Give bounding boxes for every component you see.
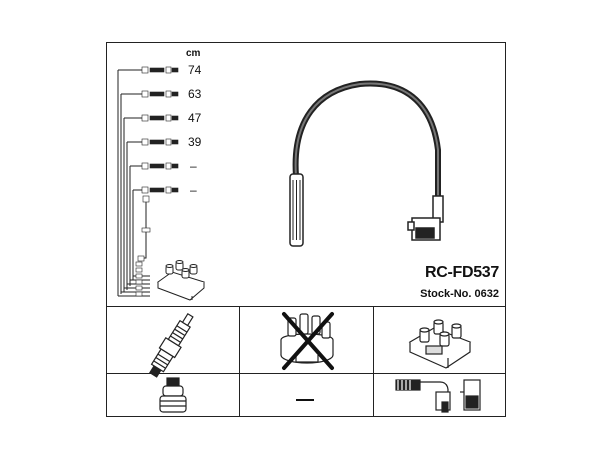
row-divider-top — [106, 306, 506, 307]
stock-number: Stock-No. 0632 — [420, 288, 499, 300]
unit-label: cm — [186, 48, 201, 59]
length-3: 47 — [188, 111, 202, 125]
column-divider-left — [239, 306, 240, 417]
length-5: – — [190, 159, 197, 173]
row-divider-bottom — [106, 373, 506, 374]
no-item-dash — [296, 399, 314, 401]
model-number: RC-FD537 — [424, 264, 499, 281]
length-6: – — [190, 183, 197, 197]
length-4: 39 — [188, 135, 202, 149]
length-2: 63 — [188, 87, 202, 101]
length-1: 74 — [188, 63, 202, 77]
diagram-frame — [106, 42, 506, 417]
column-divider-right — [373, 306, 374, 417]
